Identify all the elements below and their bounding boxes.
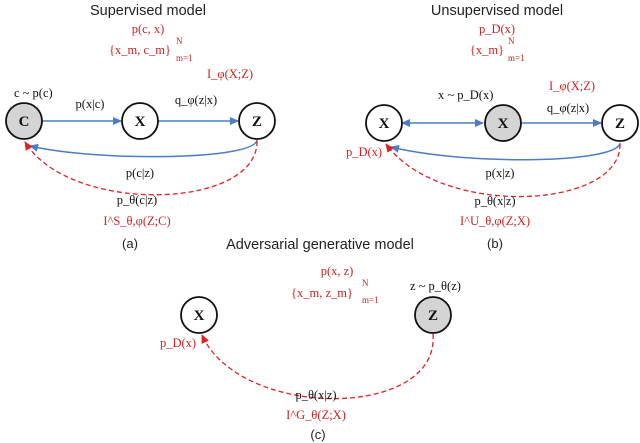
- panel-c-decoder: p_θ(x|z): [295, 388, 336, 402]
- panel-unsupervised: Unsupervised model p_D(x) {x_m} N m=1 x …: [346, 3, 639, 251]
- panel-b-edge-z-to-x: [390, 142, 621, 161]
- panel-a-prior: c ~ p(c): [14, 86, 53, 100]
- panel-a-dataset-sub: m=1: [176, 53, 193, 63]
- node-z-adversarial-label: Z: [428, 308, 438, 324]
- panel-a-edge-z-to-c-dashed: [24, 140, 258, 196]
- panel-a-caption: (a): [122, 236, 138, 251]
- node-x-adversarial: [180, 296, 218, 334]
- panel-a-info: I_φ(X;Z): [207, 67, 253, 81]
- node-c: [5, 102, 43, 140]
- panel-b-dataset-sub: m=1: [508, 53, 525, 63]
- node-x-adversarial-label: X: [194, 308, 205, 324]
- node-z: [238, 102, 276, 140]
- panel-a-title: Supervised model: [90, 3, 206, 19]
- panel-a-edge-zc-label: p(c|z): [126, 166, 154, 180]
- panel-a-edge-xz-label: q_φ(z|x): [175, 93, 217, 107]
- panel-c-caption: (c): [310, 427, 325, 442]
- node-z-right: [601, 104, 639, 142]
- panel-c-joint: p(x, z): [321, 264, 354, 278]
- node-x: [121, 102, 159, 140]
- node-c-label: C: [19, 114, 30, 130]
- panel-b-title: Unsupervised model: [431, 3, 563, 19]
- node-z-right-label: Z: [615, 116, 625, 132]
- panel-a-dataset: {x_m, c_m}: [109, 43, 171, 57]
- panel-c-title: Adversarial generative model: [226, 237, 414, 253]
- panel-b-data-dist: p_D(x): [346, 145, 382, 159]
- panel-a-edge-z-to-c: [29, 139, 258, 158]
- panel-c-dataset: {x_m, z_m}: [291, 286, 353, 300]
- panel-b-info-u: I^U_θ,φ(Z;X): [460, 214, 530, 228]
- panel-a-joint: p(c, x): [132, 22, 165, 36]
- panel-a-edge-cx-label: p(x|c): [76, 97, 105, 111]
- panel-supervised: Supervised model p(c, x) {x_m, c_m} N m=…: [5, 3, 276, 251]
- panel-a-info-s: I^S_θ,φ(Z;C): [103, 214, 170, 228]
- node-z-label: Z: [252, 114, 262, 130]
- node-x-mid-label: X: [498, 116, 509, 132]
- panel-b-edge-xz-label: q_φ(z|x): [547, 101, 589, 115]
- panel-b-edge-zx-label: p(x|z): [486, 166, 515, 180]
- panel-b-prior: x ~ p_D(x): [438, 88, 493, 102]
- panel-a-decoder: p_θ(c|z): [117, 193, 157, 207]
- panel-c-data-dist: p_D(x): [160, 336, 196, 350]
- panel-c-prior: z ~ p_θ(z): [410, 279, 461, 293]
- panel-c-dataset-sub: m=1: [362, 295, 379, 305]
- node-z-adversarial: [414, 296, 452, 334]
- node-x-mid: [484, 104, 522, 142]
- panel-c-dataset-sup: N: [362, 278, 369, 288]
- panel-b-joint: p_D(x): [479, 22, 515, 36]
- node-x-left: [365, 104, 403, 142]
- panel-c-info-g: I^G_θ(Z;X): [286, 408, 346, 422]
- node-x-label: X: [135, 114, 146, 130]
- panel-c-edge-z-to-x-dashed: [201, 333, 434, 400]
- panel-b-edge-z-to-x-dashed: [385, 143, 621, 198]
- panel-b-dataset: {x_m}: [470, 43, 504, 57]
- panel-b-info: I_φ(X;Z): [549, 79, 595, 93]
- panel-b-decoder: p_θ(x|z): [474, 194, 515, 208]
- panel-a-dataset-sup: N: [176, 36, 183, 46]
- panel-adversarial: Adversarial generative model p(x, z) {x_…: [160, 237, 461, 442]
- panel-b-dataset-sup: N: [508, 36, 515, 46]
- panel-b-caption: (b): [487, 236, 503, 251]
- node-x-left-label: X: [379, 116, 390, 132]
